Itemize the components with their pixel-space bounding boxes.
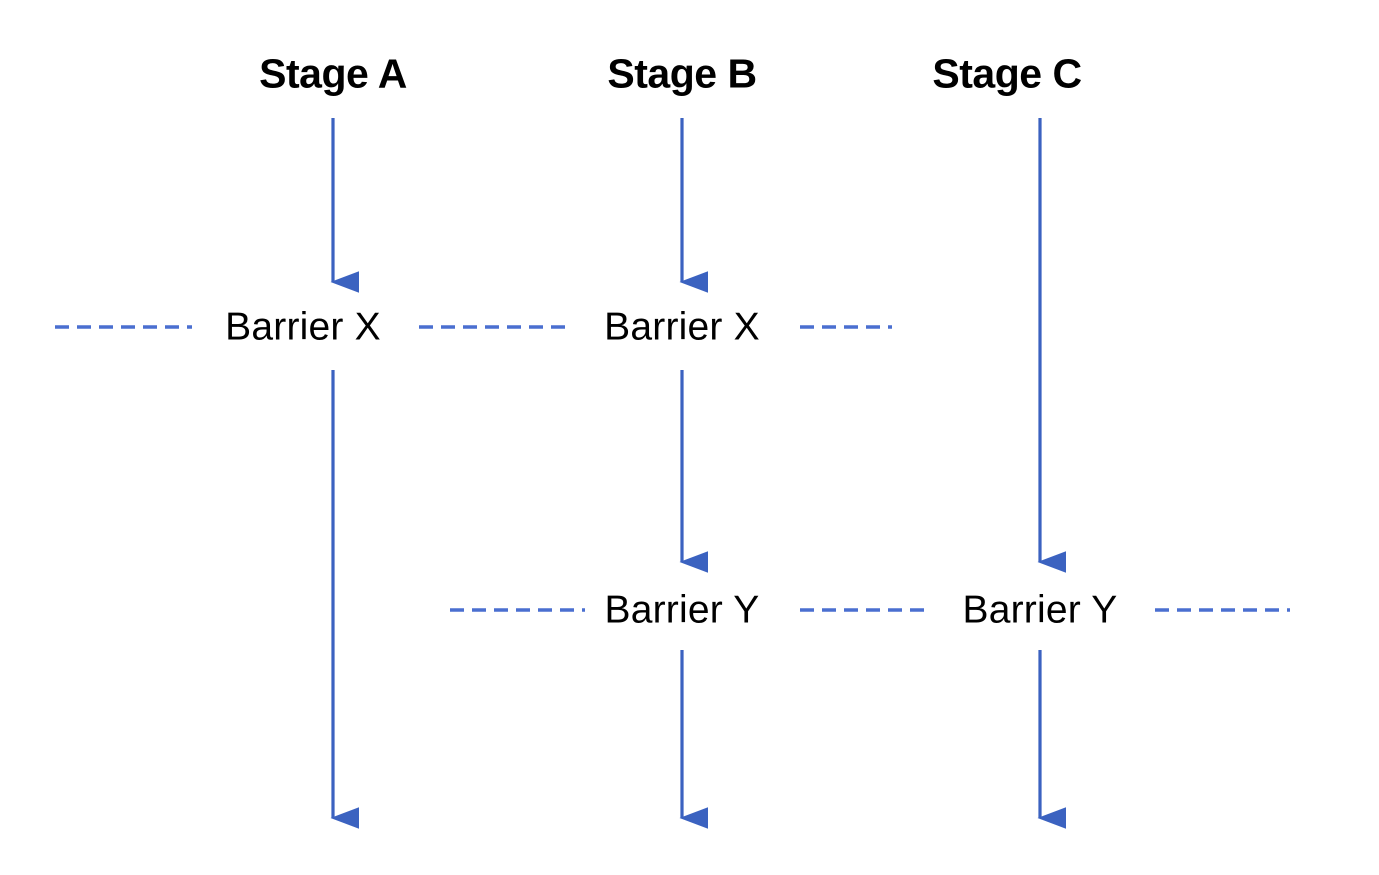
arrow-group	[330, 118, 1067, 829]
dashed-link-group	[55, 325, 1290, 612]
stage-label-a: Stage A	[251, 53, 415, 95]
barrier-label-x-b: Barrier X	[596, 307, 768, 347]
barrier-label-y-b: Barrier Y	[596, 590, 768, 630]
barrier-label-x-a: Barrier X	[217, 307, 389, 347]
barrier-label-y-c: Barrier Y	[954, 590, 1126, 630]
stage-label-c: Stage C	[924, 53, 1090, 95]
stage-label-b: Stage B	[599, 53, 765, 95]
